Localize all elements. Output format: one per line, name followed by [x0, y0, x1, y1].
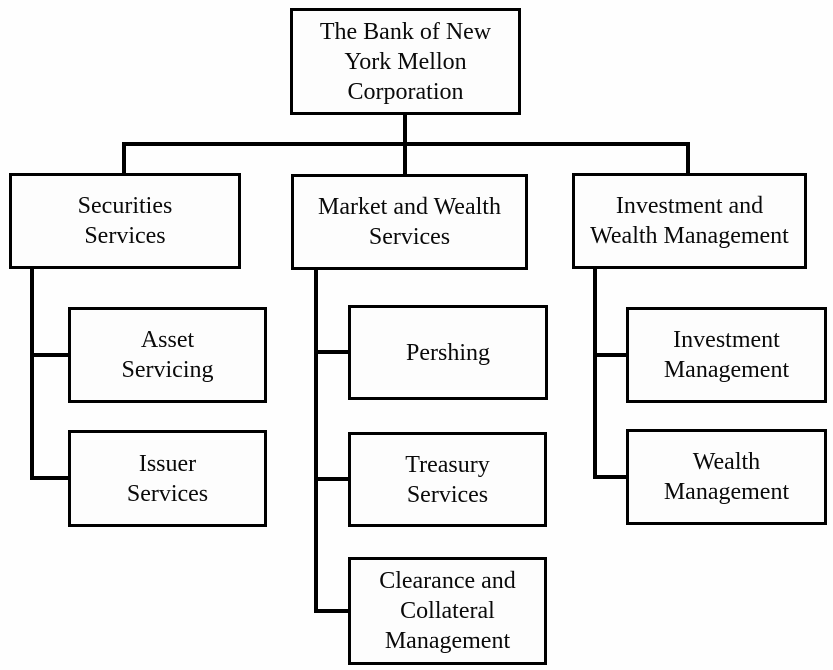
connector-stub-treasury	[314, 477, 348, 481]
org-node-investment-management: Investment Management	[626, 307, 827, 403]
org-node-investment-wealth-management-label: Investment and Wealth Management	[590, 193, 789, 249]
org-node-market-wealth-services-label: Market and Wealth Services	[318, 194, 501, 250]
org-node-wealth-management: Wealth Management	[626, 429, 827, 525]
org-node-market-wealth-services: Market and Wealth Services	[291, 174, 528, 270]
org-node-investment-wealth-management: Investment and Wealth Management	[572, 173, 807, 269]
org-node-treasury-services: Treasury Services	[348, 432, 547, 527]
org-node-wealth-management-label: Wealth Management	[663, 449, 790, 505]
org-node-clearance-collateral-management: Clearance and Collateral Management	[348, 557, 547, 665]
connector-drop-investment	[686, 142, 690, 173]
org-node-pershing: Pershing	[348, 305, 548, 400]
org-node-treasury-services-label: Treasury Services	[405, 451, 490, 508]
connector-market-wealth-vertical	[314, 270, 318, 613]
connector-stub-pershing	[314, 350, 348, 354]
org-node-securities-services-label: Securities Services	[77, 193, 173, 249]
connector-stub-investment-management	[593, 353, 626, 357]
connector-stub-asset-servicing	[30, 353, 68, 357]
org-node-investment-management-label: Investment Management	[663, 327, 790, 383]
connector-root-vertical	[403, 115, 407, 146]
org-node-securities-services: Securities Services	[9, 173, 241, 269]
connector-securities-vertical	[30, 269, 34, 480]
org-node-root: The Bank of New York Mellon Corporation	[290, 8, 521, 115]
org-node-asset-servicing: Asset Servicing	[68, 307, 267, 403]
org-node-root-label: The Bank of New York Mellon Corporation	[319, 18, 492, 105]
connector-drop-market-wealth	[403, 142, 407, 174]
org-node-issuer-services-label: Issuer Services	[126, 450, 209, 507]
connector-stub-wealth-management	[593, 475, 626, 479]
connector-stub-issuer-services	[30, 476, 68, 480]
org-node-asset-servicing-label: Asset Servicing	[121, 327, 214, 383]
org-node-issuer-services: Issuer Services	[68, 430, 267, 527]
connector-stub-clearance	[314, 609, 348, 613]
org-node-clearance-collateral-management-label: Clearance and Collateral Management	[379, 568, 516, 654]
connector-investment-vertical	[593, 269, 597, 479]
org-node-pershing-label: Pershing	[406, 339, 490, 366]
connector-drop-securities	[122, 142, 126, 173]
